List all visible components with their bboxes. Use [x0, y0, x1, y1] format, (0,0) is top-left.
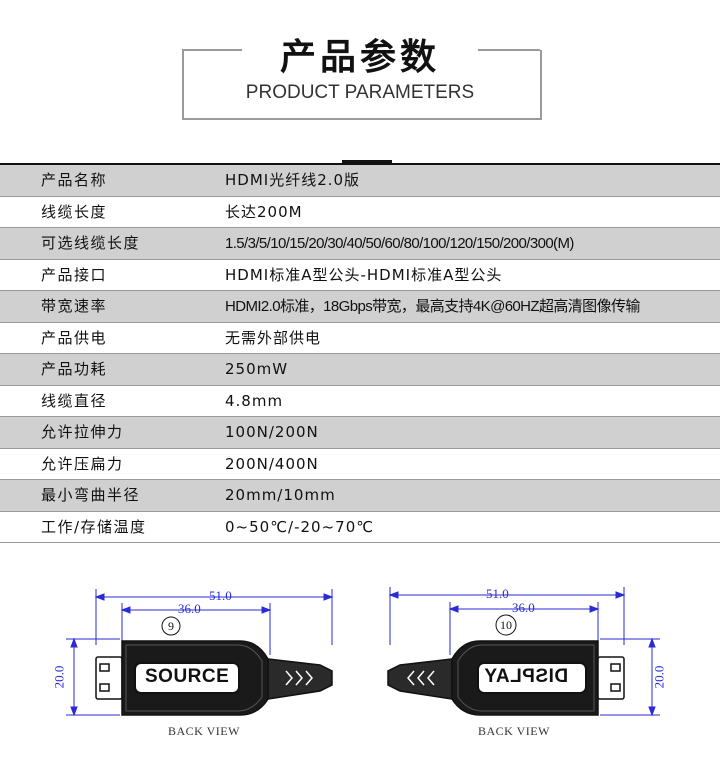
title-english: PRODUCT PARAMETERS	[245, 82, 475, 103]
spec-row: 可选线缆长度 1.5/3/5/10/15/20/30/40/50/60/80/10…	[0, 228, 720, 260]
source-dim-body: 36.0	[178, 601, 201, 616]
spec-value: 4.8mm	[225, 391, 284, 410]
spec-label: 产品功耗	[41, 360, 108, 378]
spec-label: 允许压扁力	[41, 454, 124, 473]
spec-label: 产品接口	[41, 265, 108, 284]
source-dim-total: 51.0	[209, 588, 232, 603]
spec-row: 产品名称 HDMI光纤线2.0版	[0, 165, 720, 197]
source-dim-height: 20.0	[51, 665, 67, 689]
title-chinese: 产品参数	[279, 37, 440, 78]
spec-label: 线缆直径	[41, 391, 108, 410]
spec-value: 无需外部供电	[225, 328, 322, 347]
spec-label: 可选线缆长度	[41, 234, 141, 252]
spec-row: 允许拉伸力 100N/200N	[0, 417, 720, 449]
title-frame-top-right	[478, 49, 540, 51]
spec-row: 线缆长度 长达200M	[0, 197, 720, 228]
display-connector-diagram: 51.0 36.0 20.0 10 DISPLAY BACK VIEW	[360, 575, 720, 781]
spec-label: 允许拉伸力	[41, 423, 124, 441]
spec-value: 1.5/3/5/10/15/20/30/40/50/60/80/100/120/…	[225, 235, 574, 252]
display-connector-drawing	[387, 587, 660, 717]
source-connector-diagram: 51.0 36.0 20.0 9 SOURCE BACK VIEW	[0, 575, 360, 781]
display-dim-body: 36.0	[512, 600, 535, 615]
title-section: 产品参数 PRODUCT PARAMETERS	[0, 0, 720, 160]
spec-row: 产品供电 无需外部供电	[0, 323, 720, 354]
spec-row: 允许压扁力 200N/400N	[0, 449, 720, 480]
spec-row: 最小弯曲半径 20mm/10mm	[0, 480, 720, 512]
table-top-rule	[0, 163, 720, 165]
spec-row: 工作/存储温度 0~50℃/-20~70℃	[0, 512, 720, 543]
spec-label: 线缆长度	[41, 202, 108, 221]
spec-row: 产品功耗 250mW	[0, 354, 720, 386]
display-plate-label: DISPLAY	[484, 666, 569, 687]
spec-label: 产品名称	[41, 171, 108, 189]
spec-value: HDMI2.0标准，18Gbps带宽，最高支持4K@60HZ超高清图像传输	[225, 298, 640, 315]
spec-value: 长达200M	[225, 202, 303, 221]
spec-value: 250mW	[225, 360, 289, 378]
spec-table: 产品名称 HDMI光纤线2.0版 线缆长度 长达200M 可选线缆长度 1.5/3/5…	[0, 165, 720, 543]
title-frame-top-left	[182, 49, 242, 51]
spec-row: 带宽速率 HDMI2.0标准，18Gbps带宽，最高支持4K@60HZ超高清图像传…	[0, 291, 720, 323]
spec-value: 20mm/10mm	[225, 486, 336, 504]
source-caption: BACK VIEW	[168, 724, 240, 738]
display-caption: BACK VIEW	[478, 724, 550, 738]
source-connector-drawing	[66, 589, 334, 717]
source-plate-label: SOURCE	[145, 666, 230, 687]
spec-value: 0~50℃/-20~70℃	[225, 517, 375, 536]
title-frame	[182, 50, 542, 120]
display-dim-height: 20.0	[651, 665, 667, 689]
source-marker: 9	[168, 619, 174, 633]
display-dim-total: 51.0	[486, 586, 509, 601]
spec-label: 带宽速率	[41, 297, 108, 315]
spec-row: 产品接口 HDMI标准A型公头-HDMI标准A型公头	[0, 260, 720, 291]
spec-label: 工作/存储温度	[41, 517, 147, 536]
display-marker: 10	[500, 618, 512, 632]
spec-label: 最小弯曲半径	[41, 486, 141, 504]
spec-value: HDMI标准A型公头-HDMI标准A型公头	[225, 265, 503, 284]
spec-value: 200N/400N	[225, 454, 319, 473]
spec-value: HDMI光纤线2.0版	[225, 171, 361, 189]
spec-value: 100N/200N	[225, 423, 319, 441]
spec-label: 产品供电	[41, 328, 108, 347]
spec-row: 线缆直径 4.8mm	[0, 386, 720, 417]
